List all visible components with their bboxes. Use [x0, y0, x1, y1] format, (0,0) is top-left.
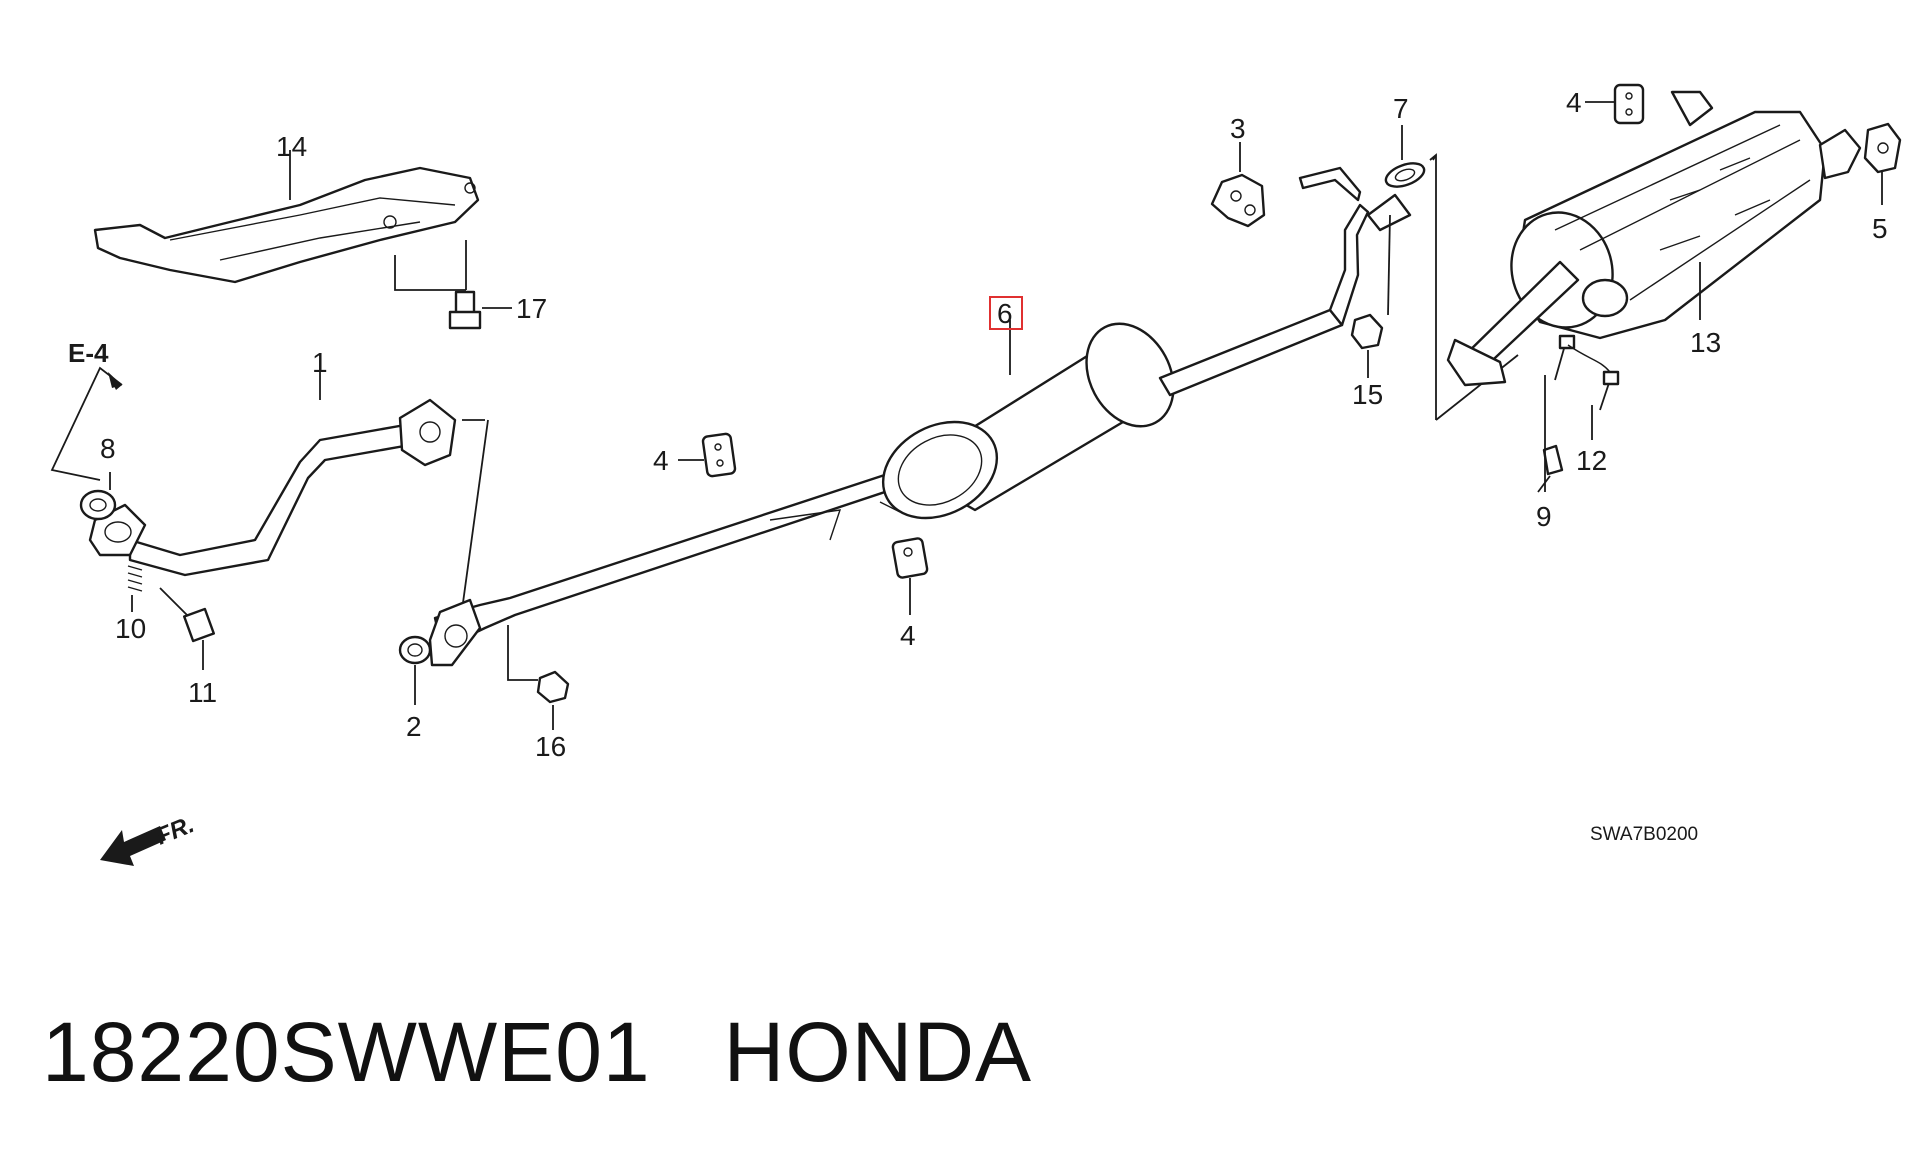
part-14-heat-shield [93, 166, 480, 284]
leader-7-tick [1432, 154, 1437, 161]
leader-17-bracket [394, 255, 466, 291]
part-2-gasket [398, 635, 432, 665]
part-number-title: 18220SWWE01 HONDA [42, 1005, 1033, 1099]
part-4-hanger-c [1613, 83, 1645, 125]
callout-10: 10 [115, 613, 146, 644]
part-6-center-pipe [428, 166, 1412, 667]
callout-4a: 4 [653, 445, 669, 476]
callout-9: 9 [1536, 501, 1552, 532]
callout-6: 6 [997, 298, 1013, 329]
leader-2b [461, 419, 489, 611]
callout-5: 5 [1872, 213, 1888, 244]
callout-13: 13 [1690, 327, 1721, 358]
reference-arrow [50, 366, 123, 481]
leader-7-bracket [1429, 153, 1437, 420]
part-12-bolts [1554, 334, 1620, 411]
callout-4c: 4 [1566, 87, 1582, 118]
part-10-spring [127, 565, 143, 592]
leader-9a [1537, 475, 1551, 493]
part-4-hanger-b [891, 537, 929, 579]
callout-4b: 4 [900, 620, 916, 651]
callout-12: 12 [1576, 445, 1607, 476]
leader-7-diag [1435, 354, 1519, 421]
part-5-hanger [1863, 122, 1902, 174]
part-8-gasket [79, 489, 117, 521]
part-17-bolt [448, 290, 482, 330]
part-1-front-pipe [88, 398, 457, 577]
part-13-muffler [1446, 90, 1862, 387]
front-direction-arrow [100, 826, 166, 866]
callout-2: 2 [406, 711, 422, 742]
part-15-nut [1350, 313, 1384, 350]
callout-8: 8 [100, 433, 116, 464]
part-9-bolt [1542, 444, 1564, 476]
callout-16: 16 [535, 731, 566, 762]
front-label: FR. [152, 811, 198, 851]
part-3-hanger [1210, 173, 1266, 228]
reference-label: E-4 [68, 338, 109, 368]
callout-3: 3 [1230, 113, 1246, 144]
part-16-nut [536, 670, 570, 704]
callout-14: 14 [276, 131, 307, 162]
callout-7: 7 [1393, 93, 1409, 124]
highlight-box [989, 296, 1023, 330]
part-4-hanger-a [701, 432, 737, 478]
leader-16-bracket [507, 625, 538, 681]
part-11-bolt [159, 587, 215, 643]
leader-15-up [1387, 214, 1391, 316]
part-7-gasket [1384, 162, 1426, 188]
callout-17: 17 [516, 293, 547, 324]
callout-11: 11 [188, 677, 217, 708]
drawing-code: SWA7B0200 [1590, 824, 1698, 845]
callout-1: 1 [312, 347, 328, 378]
callout-15: 15 [1352, 379, 1383, 410]
